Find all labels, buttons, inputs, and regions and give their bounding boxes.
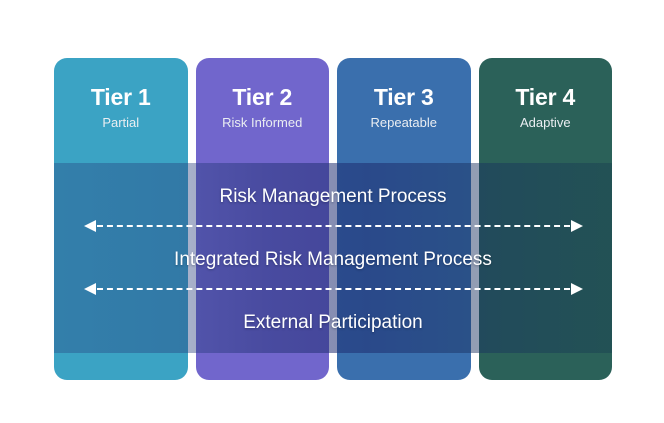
tier-subtitle-2: Risk Informed	[222, 115, 303, 130]
tier-title-2: Tier 2	[232, 84, 293, 110]
band-label-integrated-risk-management-process: Integrated Risk Management Process	[174, 249, 492, 270]
tier-header-3: Tier 3 Repeatable	[337, 84, 471, 132]
band-row-list: Risk Management Process Integrated Risk …	[54, 163, 612, 353]
tier-subtitle-1: Partial	[102, 115, 140, 130]
arrow-right-icon	[571, 220, 583, 232]
tier-diagram: Tier 1 Partial Tier 2 Risk Informed Tier…	[54, 58, 612, 380]
tier-title-1: Tier 1	[90, 84, 151, 110]
bidirectional-arrow-2	[84, 283, 583, 295]
tier-title-4: Tier 4	[515, 84, 576, 110]
tier-header-2: Tier 2 Risk Informed	[196, 84, 330, 132]
arrow-dashed-line	[97, 288, 570, 290]
band-label-risk-management-process: Risk Management Process	[219, 186, 447, 207]
tier-subtitle-4: Adaptive	[519, 115, 571, 130]
tier-subtitle-3: Repeatable	[370, 115, 438, 130]
arrow-left-icon	[84, 220, 96, 232]
tier-title-3: Tier 3	[373, 84, 434, 110]
arrow-right-icon	[571, 283, 583, 295]
tier-header-1: Tier 1 Partial	[54, 84, 188, 132]
tier-header-4: Tier 4 Adaptive	[479, 84, 613, 132]
band-label-external-participation: External Participation	[243, 312, 423, 333]
arrow-dashed-line	[97, 225, 570, 227]
arrow-left-icon	[84, 283, 96, 295]
bidirectional-arrow-1	[84, 220, 583, 232]
